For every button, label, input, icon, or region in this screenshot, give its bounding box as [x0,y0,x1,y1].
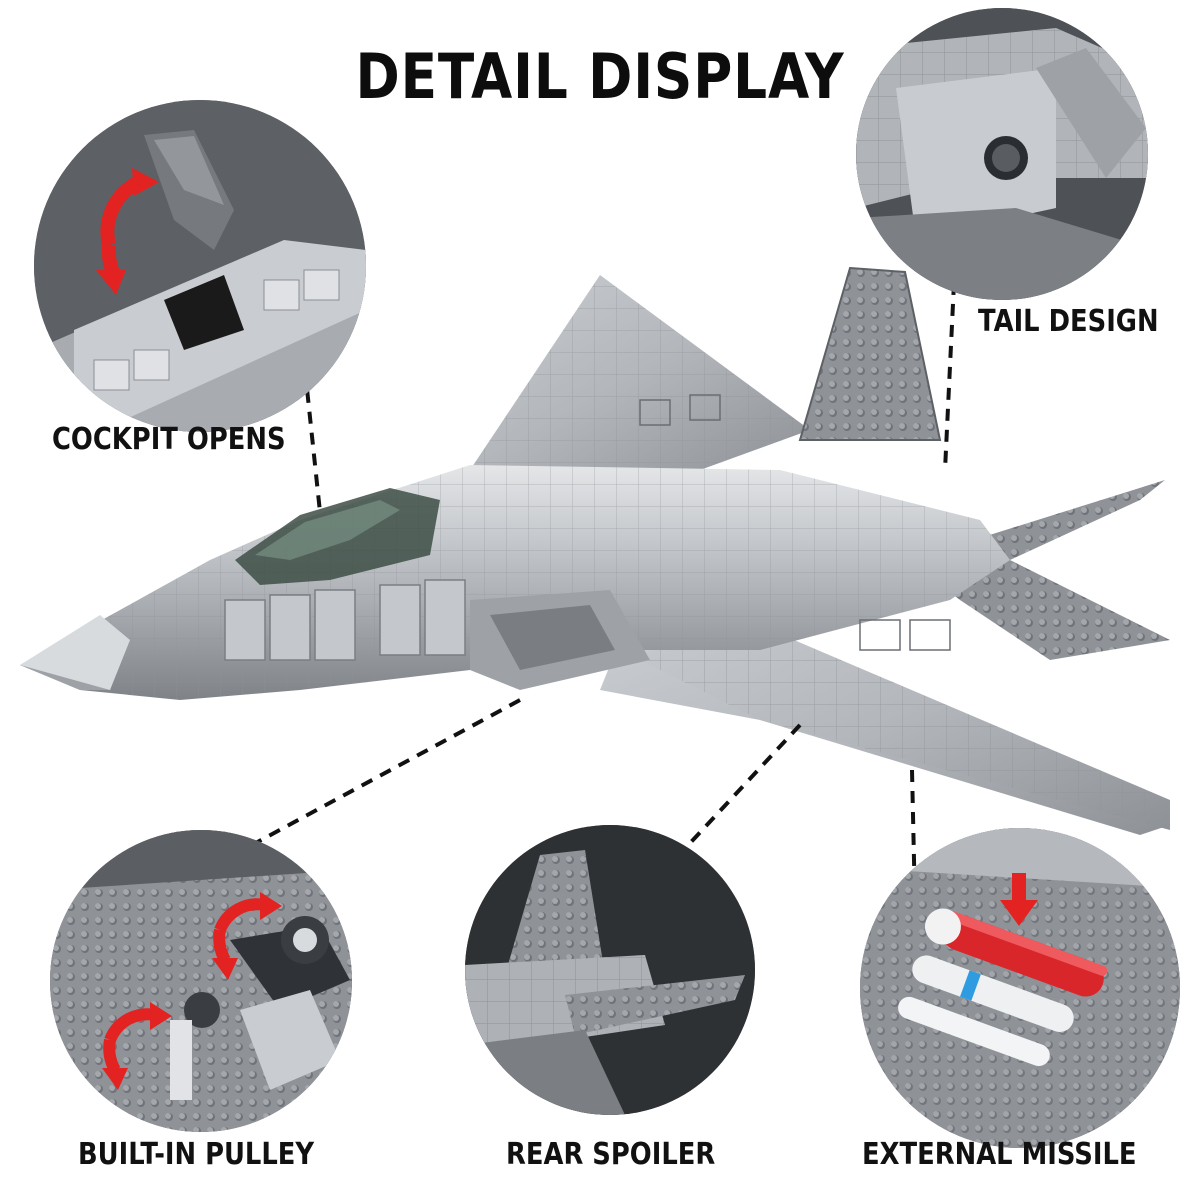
cockpit-opens-label: COCKPIT OPENS [52,422,286,457]
pulley-detail-image [50,830,352,1132]
spoiler-detail-image [465,825,755,1115]
external-missile-label: EXTERNAL MISSILE [862,1137,1137,1172]
missile-detail-image [860,828,1180,1148]
tail-detail-image [856,8,1148,300]
cockpit-detail-image [34,100,366,432]
tail-design-label: TAIL DESIGN [978,304,1159,339]
rear-spoiler-label: REAR SPOILER [506,1137,716,1172]
built-in-pulley-label: BUILT-IN PULLEY [78,1137,315,1172]
page-title: DETAIL DISPLAY [355,40,845,113]
